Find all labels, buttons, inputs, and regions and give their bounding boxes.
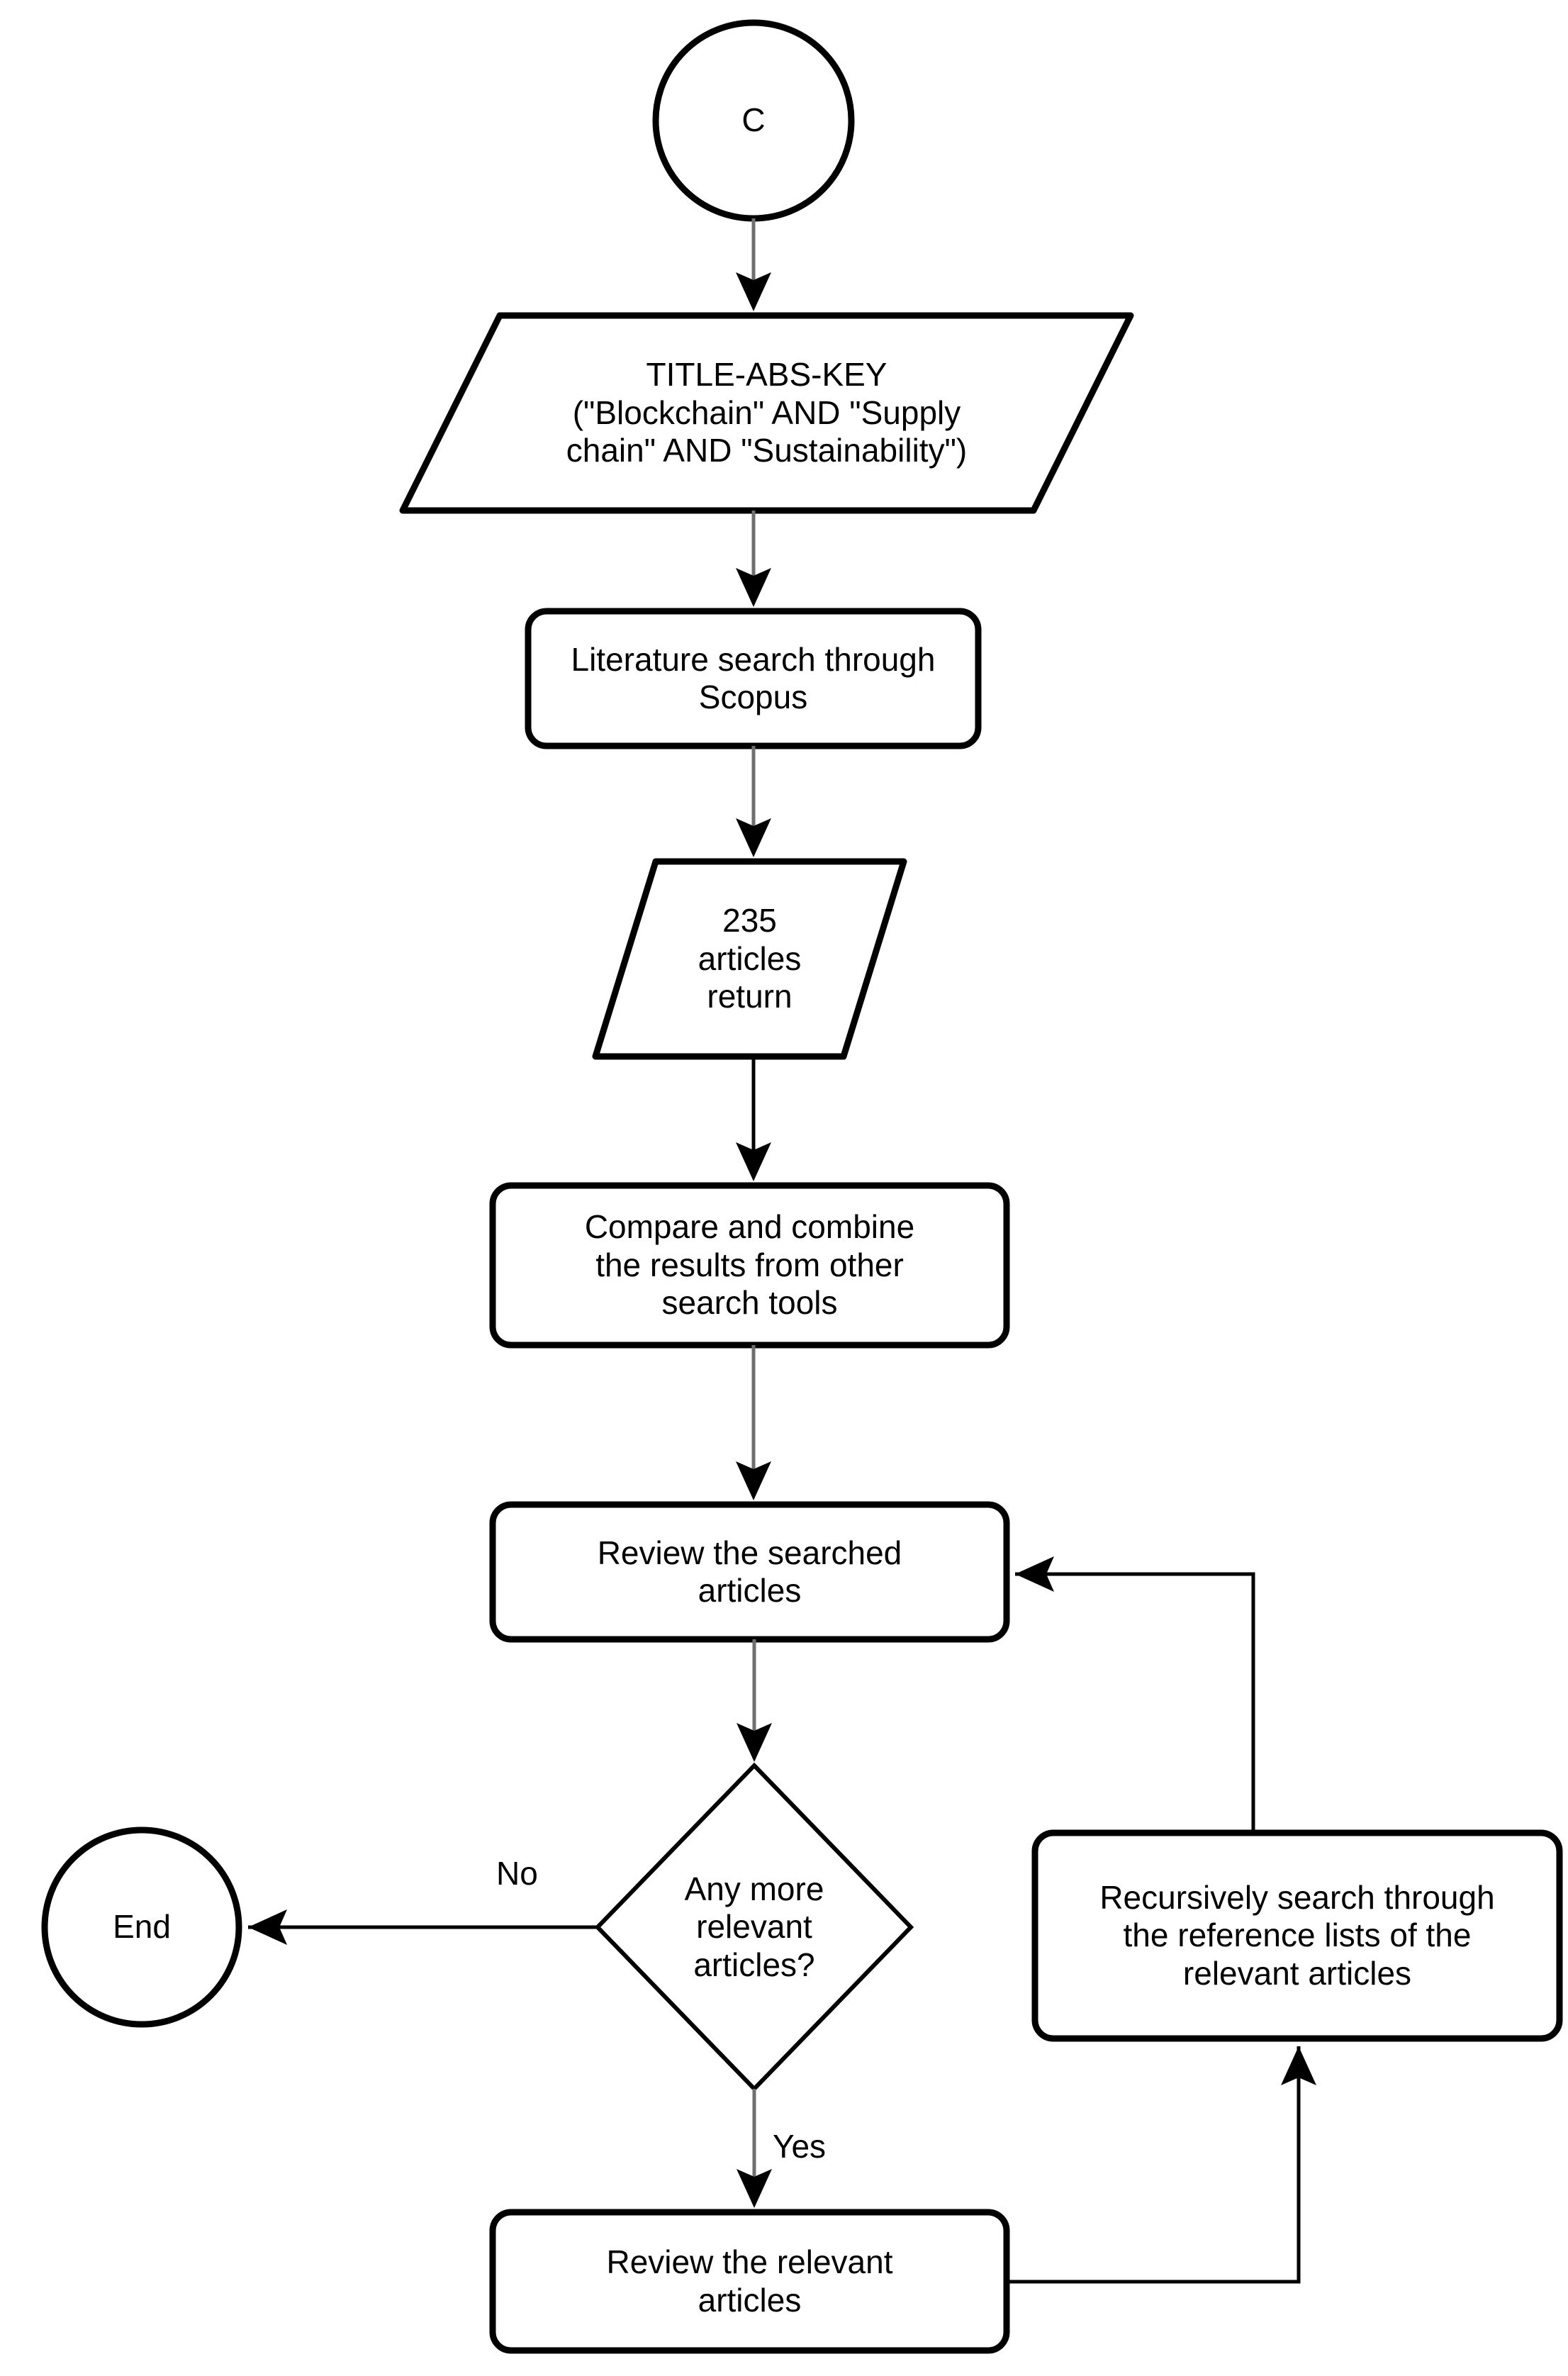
node-review-searched[interactable] <box>489 1501 1010 1643</box>
node-review-relevant[interactable] <box>489 2209 1010 2354</box>
node-start-c[interactable] <box>652 19 855 222</box>
node-search-query[interactable] <box>399 312 1134 514</box>
node-any-more-relevant[interactable] <box>594 1762 914 2092</box>
node-recursive-search[interactable] <box>1031 1829 1563 2042</box>
edge-recursive-to-review <box>1015 1556 1255 1833</box>
node-articles-return[interactable] <box>592 858 907 1060</box>
node-end[interactable] <box>41 1826 242 2028</box>
edge-relevant-to-recursive <box>1007 2046 1316 2284</box>
node-compare-combine[interactable] <box>489 1182 1010 1349</box>
node-literature-search[interactable] <box>525 608 982 749</box>
